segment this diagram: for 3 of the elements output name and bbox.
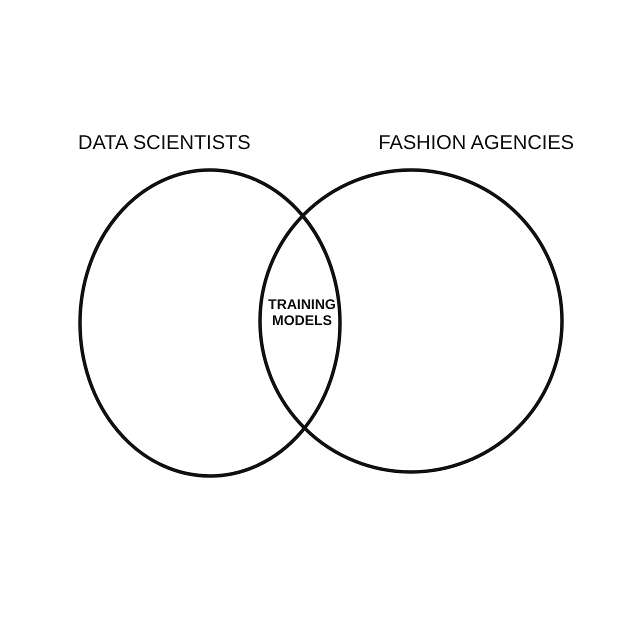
set-heading: DATA SCIENTISTS: [78, 132, 251, 155]
overlap-label: TRAINING MODELS: [268, 296, 336, 328]
set-heading: FASHION AGENCIES: [378, 132, 574, 155]
